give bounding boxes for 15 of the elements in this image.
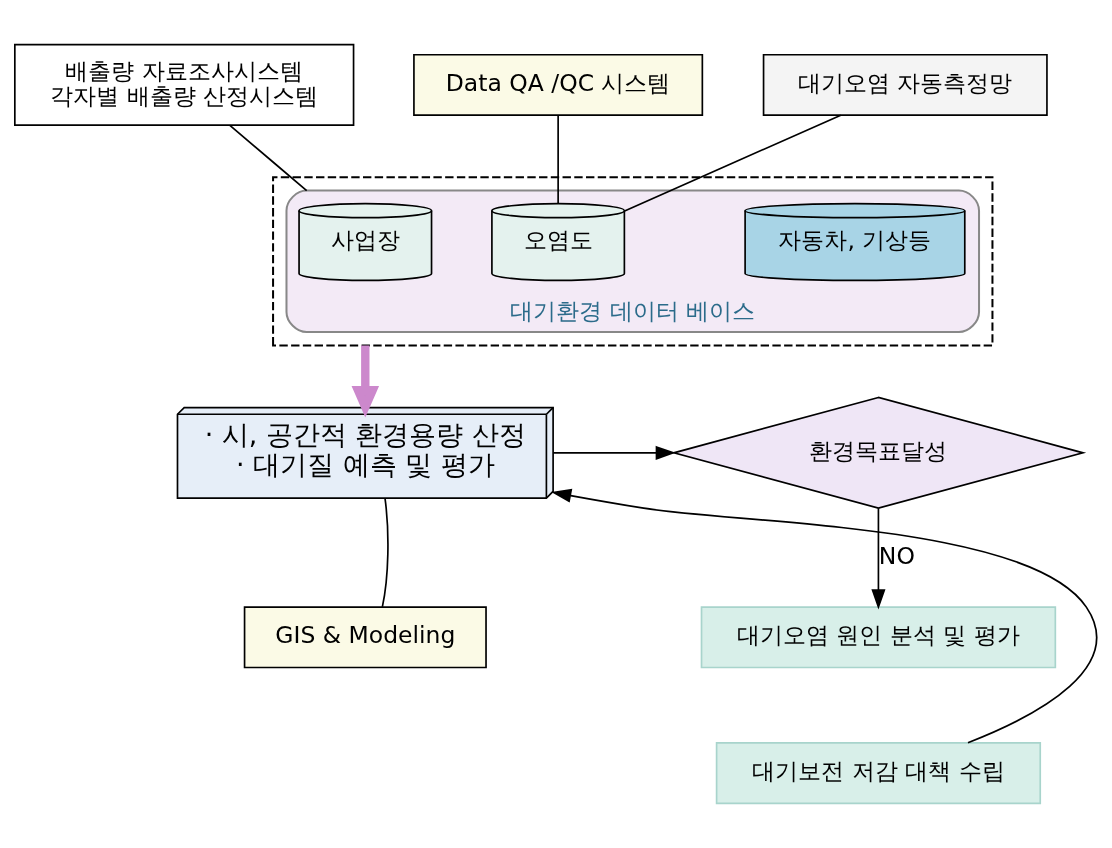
- node-box: 대기오염 자동측정망: [762, 53, 1048, 116]
- cluster: [272, 176, 994, 347]
- node-box: GIS & Modeling: [243, 606, 487, 669]
- edge-label: NO: [878, 541, 915, 570]
- node-box: 대기보전 저감 대책 수립: [715, 742, 1042, 805]
- node-box: 배출량 자료조사시스템 각자별 배출량 산정시스템: [14, 43, 355, 127]
- connector: [381, 497, 389, 608]
- node-box: 대기오염 원인 분석 및 평가: [700, 606, 1057, 669]
- arrow: [552, 445, 676, 460]
- arrow: [551, 488, 1098, 744]
- node-box: Data QA /QC 시스템: [413, 53, 704, 116]
- connector: [623, 114, 842, 212]
- arrow: [351, 345, 380, 418]
- arrow: [871, 507, 886, 610]
- connector: [557, 114, 559, 205]
